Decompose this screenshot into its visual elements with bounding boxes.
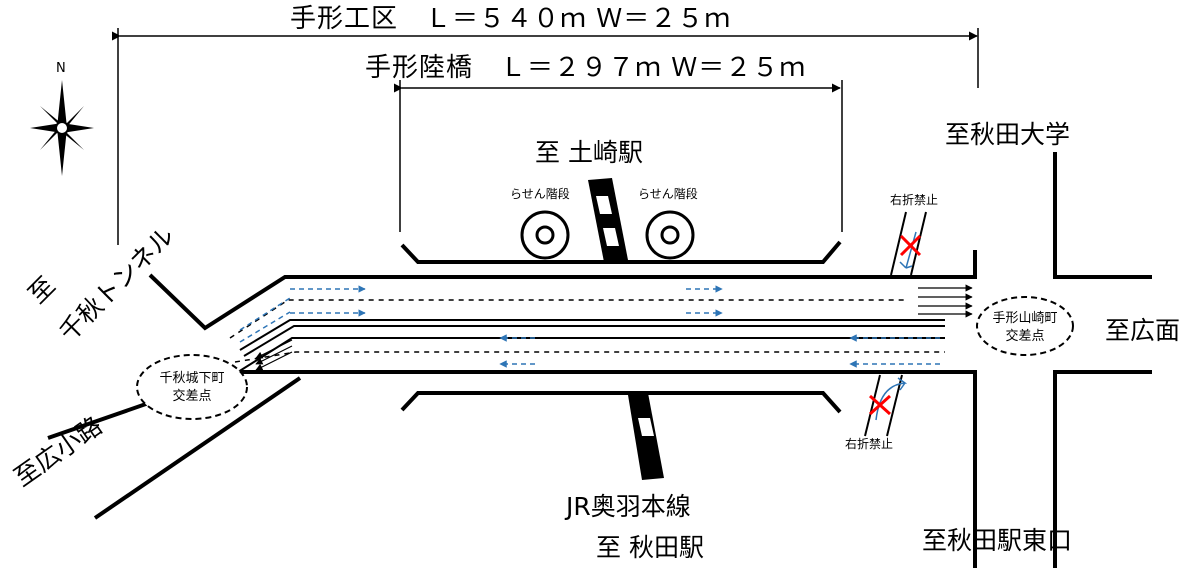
no-right-turn-top-icon: [890, 211, 927, 276]
railway-track-north: [588, 178, 628, 262]
spiral-stair-left-icon: [520, 210, 570, 260]
compass-rose-icon: [30, 80, 94, 176]
lane-arrows-east: [918, 284, 973, 318]
overpass-dimension: 手形陸橋 Ｌ＝２９７ｍ Ｗ＝２５ｍ: [365, 53, 807, 83]
spiral-stair-right-label: らせん階段: [638, 187, 698, 201]
destination-tsuchizaki: 至 土崎駅: [535, 138, 643, 167]
no-right-turn-bottom-icon: [864, 374, 908, 437]
intersection-west-suffix: 交差点: [172, 389, 212, 404]
intersection-west-name: 千秋城下町: [159, 371, 225, 386]
compass-north-label: N: [56, 61, 66, 76]
spiral-stair-right-icon: [645, 210, 695, 260]
no-right-turn-top-label: 右折禁止: [890, 193, 939, 207]
intersection-east-suffix: 交差点: [1005, 329, 1045, 344]
intersection-oval-east: [976, 296, 1074, 356]
destination-hiroomote: 至広面: [1105, 316, 1181, 345]
no-right-turn-bottom-label: 右折禁止: [845, 437, 894, 451]
railway-track-south: [628, 393, 664, 480]
traffic-flow-arrows: [239, 285, 940, 368]
spiral-stair-left-label: らせん階段: [510, 187, 570, 201]
destination-akita-station: 至 秋田駅: [596, 533, 704, 562]
destination-akita-univ: 至秋田大学: [945, 120, 1071, 149]
destination-akita-east: 至秋田駅東口: [922, 526, 1073, 555]
lane-dashes: [229, 299, 945, 363]
dimension-lines: [111, 28, 979, 245]
overpass-outline: [400, 240, 842, 414]
lane-arrows-west: [255, 339, 293, 371]
intersection-oval-west: [136, 354, 248, 420]
work-section-dimension: 手形工区 Ｌ＝５４０ｍ Ｗ＝２５ｍ: [290, 4, 732, 34]
jr-line-label: JR奥羽本線: [566, 492, 691, 521]
median-lines: [237, 319, 945, 373]
intersection-east-name: 手形山崎町: [992, 311, 1058, 326]
